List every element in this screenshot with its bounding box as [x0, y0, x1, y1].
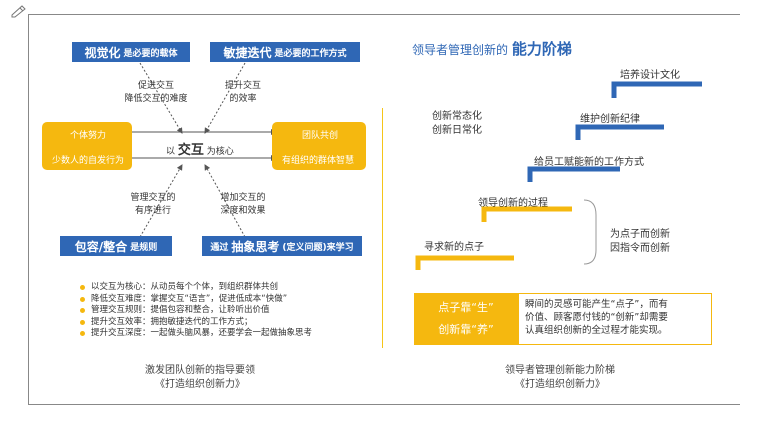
- ladder-title-main: 能力阶梯: [511, 40, 572, 58]
- box-abstract-main: 抽象思考: [231, 239, 280, 254]
- ladder-title: 领导者管理创新的 能力阶梯: [412, 38, 572, 59]
- label-depth: 增加交互的 深度和效果: [208, 192, 278, 218]
- right-caption-source: 《打造组织创新力》: [515, 379, 605, 390]
- frame-left-line: [28, 14, 29, 404]
- label-depth-line2: 深度和效果: [220, 206, 266, 216]
- box-inclusive: 包容/整合 是规则: [60, 236, 172, 256]
- right-panel-line2: 有组织的群体智慧: [282, 156, 355, 166]
- interaction-arrows: [128, 62, 277, 238]
- info-left-line2: 创新靠“养”: [438, 323, 494, 336]
- right-panel: [272, 122, 366, 170]
- bullet-list: 以交互为核心：从动员每个个体，到组织群体共创 降低交互难度：掌握交互“语言”，促…: [80, 282, 380, 340]
- label-efficiency-line1: 提升交互: [224, 81, 261, 91]
- left-caption: 激发团队创新的指导要领 《打造组织创新力》: [130, 364, 270, 392]
- frame-bottom-line: [28, 404, 740, 405]
- capability-ladder: [415, 81, 702, 270]
- label-depth-line1: 增加交互的: [220, 193, 266, 203]
- box-abstract-pre: 通过: [210, 242, 229, 253]
- label-manage: 管理交互的 有序进行: [118, 192, 188, 218]
- right-caption-title: 领导者管理创新能力阶梯: [505, 365, 615, 376]
- step-bar-1: [415, 255, 514, 270]
- step-bar-3: [527, 166, 620, 182]
- label-reason: 为点子而创新 因指令而创新: [610, 228, 670, 256]
- left-caption-title: 激发团队创新的指导要领: [145, 365, 255, 376]
- center-core-label: 以 交互 为核心: [166, 139, 234, 158]
- label-reason-line2: 因指令而创新: [610, 243, 670, 254]
- center-pre: 以: [166, 147, 176, 157]
- box-agile-main: 敏捷迭代: [223, 45, 272, 60]
- label-manage-line2: 有序进行: [134, 206, 171, 216]
- left-panel-line2: 少数人的自发行为: [52, 156, 125, 166]
- bullet-item: 以交互为核心：从动员每个个体，到组织群体共创: [80, 282, 380, 294]
- box-agile: 敏捷迭代 是必要的工作方式: [210, 42, 360, 62]
- left-panel-line1: 个体努力: [70, 131, 107, 141]
- step-label-4: 维护创新纪律: [580, 114, 640, 125]
- box-inclusive-sub: 是规则: [130, 242, 158, 253]
- box-inclusive-main: 包容/整合: [74, 239, 128, 254]
- info-box-left: 点子靠“生” 创新靠“养”: [414, 293, 518, 345]
- frame-top-line: [28, 14, 740, 15]
- box-abstract: 通过 抽象思考 (定义问题)来学习: [202, 236, 362, 256]
- label-manage-line1: 管理交互的: [130, 193, 176, 203]
- section-divider: [382, 108, 383, 348]
- info-right-line1: 瞬间的灵感可能产生“点子”，而有: [525, 299, 668, 310]
- label-reason-line1: 为点子而创新: [610, 229, 670, 240]
- step-label-3: 给员工赋能新的工作方式: [534, 157, 644, 168]
- bullet-item: 降低交互难度：掌握交互“语言”，促进低成本“快做”: [80, 294, 380, 306]
- box-agile-sub: 是必要的工作方式: [274, 48, 347, 59]
- reason-brace: [583, 199, 597, 265]
- left-panel: [42, 122, 132, 170]
- bullet-item: 管理交互规则：提倡包容和整合，让聆听出价值: [80, 305, 380, 317]
- info-box-right: 瞬间的灵感可能产生“点子”，而有 价值、顾客愿付钱的“创新”却需要 认真组织创新…: [518, 293, 712, 345]
- step-bar-2: [481, 206, 572, 222]
- left-caption-source: 《打造组织创新力》: [155, 379, 245, 390]
- right-caption: 领导者管理创新能力阶梯 《打造组织创新力》: [480, 364, 640, 392]
- info-right-line3: 认真组织创新的全过程才能实现。: [525, 325, 668, 336]
- center-post: 为核心: [206, 147, 234, 157]
- label-promote-interaction: 促进交互 降低交互的难度: [112, 80, 200, 106]
- step-label-5: 培养设计文化: [620, 70, 680, 81]
- bullet-item: 提升交互效率：拥抱敏捷迭代的工作方式；: [80, 317, 380, 329]
- box-abstract-post: (定义问题)来学习: [282, 242, 354, 253]
- box-visualization: 视觉化 是必要的载体: [72, 42, 190, 62]
- step-label-1: 寻求新的点子: [424, 242, 484, 253]
- step-bar-4: [575, 124, 664, 140]
- label-routine-line2: 创新日常化: [432, 125, 482, 136]
- ladder-title-pre: 领导者管理创新的: [412, 43, 509, 57]
- info-left-line1: 点子靠“生”: [438, 301, 494, 314]
- label-efficiency: 提升交互 的效率: [212, 80, 274, 106]
- label-routine-line1: 创新常态化: [432, 111, 482, 122]
- center-main: 交互: [177, 143, 204, 158]
- right-panel-line1: 团队共创: [302, 131, 339, 141]
- label-promote-line2: 降低交互的难度: [124, 94, 188, 104]
- label-promote-line1: 促进交互: [137, 81, 174, 91]
- step-label-2: 领导创新的过程: [478, 198, 548, 209]
- label-efficiency-line2: 的效率: [229, 94, 257, 104]
- box-visualization-main: 视觉化: [84, 45, 121, 60]
- step-bar-5: [611, 81, 702, 98]
- label-routine: 创新常态化 创新日常化: [432, 110, 482, 138]
- info-right-line2: 价值、顾客愿付钱的“创新”却需要: [525, 312, 668, 323]
- box-visualization-sub: 是必要的载体: [123, 48, 178, 59]
- pencil-icon: [11, 5, 26, 18]
- bullet-item: 提升交互深度：一起做头脑风暴，还要学会一起做抽象思考: [80, 328, 380, 340]
